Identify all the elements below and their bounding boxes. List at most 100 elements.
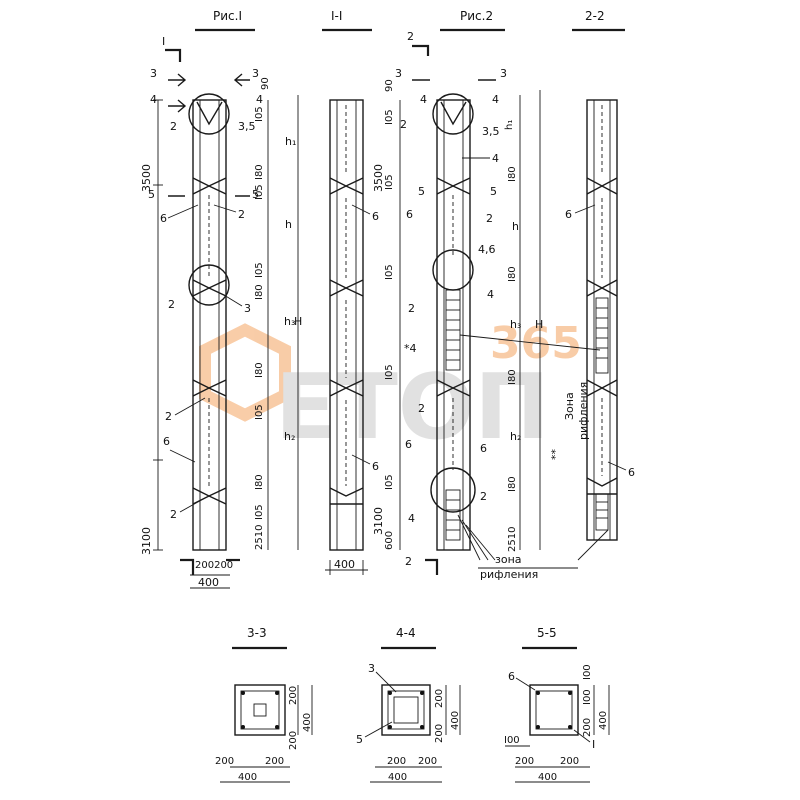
annotations-fig1: I 3 3 4 4 2 3,5 5 5 6 2 2 3 2 6 2 3500 3… (140, 35, 302, 589)
column-section-2-2: 6 6 (565, 99, 635, 541)
svg-text:2: 2 (168, 298, 175, 311)
svg-text:6: 6 (406, 208, 413, 221)
svg-text:2510: 2510 (254, 525, 265, 550)
svg-text:4: 4 (256, 93, 263, 106)
svg-text:3,5: 3,5 (238, 120, 256, 133)
svg-text:400: 400 (538, 772, 557, 783)
svg-text:4: 4 (487, 288, 494, 301)
detail-circle-mid (188, 264, 230, 306)
svg-text:200200: 200200 (195, 560, 233, 571)
svg-text:2: 2 (400, 118, 407, 131)
svg-text:6: 6 (480, 442, 487, 455)
watermark-brand: ETOП (275, 355, 550, 460)
svg-text:5: 5 (252, 188, 259, 201)
svg-text:h₂: h₂ (284, 430, 295, 443)
svg-text:I: I (162, 35, 165, 48)
svg-text:6: 6 (160, 212, 167, 225)
svg-text:3,5: 3,5 (482, 125, 500, 138)
titles: Рис.I I-I Рис.2 2-2 (195, 9, 625, 32)
svg-text:I80: I80 (507, 476, 518, 492)
svg-text:I05: I05 (254, 106, 265, 122)
svg-text:200: 200 (434, 689, 445, 708)
svg-text:I80: I80 (254, 284, 265, 300)
svg-text:6: 6 (508, 670, 515, 683)
svg-text:**: ** (549, 449, 562, 461)
svg-text:90: 90 (260, 77, 271, 90)
svg-text:4: 4 (150, 93, 157, 106)
svg-text:6: 6 (565, 208, 572, 221)
svg-text:h₂: h₂ (510, 430, 521, 443)
title-fig1: Рис.I (213, 9, 242, 23)
svg-text:H: H (294, 315, 302, 328)
mesh-zone-lower (445, 489, 461, 541)
dim-3500-fig2: 3500 (372, 164, 385, 192)
svg-text:2: 2 (408, 302, 415, 315)
svg-text:I05: I05 (254, 404, 265, 420)
note-rifling-vertical: рифления (577, 382, 590, 440)
section-5-5: 5-5 6 I I00 I00 I00 200 400 200 200 400 (504, 626, 610, 783)
svg-text:I80: I80 (507, 166, 518, 182)
svg-text:400: 400 (450, 711, 461, 730)
title-section-2-2: 2-2 (585, 9, 605, 23)
svg-text:2: 2 (486, 212, 493, 225)
svg-text:6: 6 (163, 435, 170, 448)
svg-text:200: 200 (288, 686, 299, 705)
svg-text:5: 5 (148, 188, 155, 201)
watermark: ETOП 365 (199, 318, 582, 460)
title-section-1-1: I-I (331, 9, 342, 23)
note-zone-vertical: Зона (563, 392, 576, 420)
svg-text:2: 2 (405, 555, 412, 568)
svg-text:200: 200 (215, 756, 234, 767)
note-rifling: рифления (480, 568, 538, 581)
svg-text:I00: I00 (582, 664, 593, 680)
svg-text:3: 3 (368, 662, 375, 675)
svg-text:200: 200 (582, 718, 593, 737)
svg-text:2510: 2510 (507, 527, 518, 552)
svg-text:2: 2 (165, 410, 172, 423)
svg-text:I05: I05 (384, 474, 395, 490)
svg-text:I80: I80 (254, 362, 265, 378)
watermark-logo-hexagon (199, 323, 291, 422)
title-section-3-3: 3-3 (247, 626, 267, 640)
title-fig2: Рис.2 (460, 9, 493, 23)
mesh-zone-upper (445, 289, 461, 371)
svg-text:4,6: 4,6 (478, 243, 496, 256)
section-4-4: 4-4 3 5 200 200 400 200 200 400 (356, 626, 461, 783)
svg-text:2: 2 (407, 30, 414, 43)
svg-text:I05: I05 (384, 109, 395, 125)
svg-text:h₃: h₃ (284, 315, 295, 328)
svg-text:4: 4 (420, 93, 427, 106)
svg-text:6: 6 (405, 438, 412, 451)
svg-text:200: 200 (288, 731, 299, 750)
svg-text:I05: I05 (254, 184, 265, 200)
detail-circle-top-fig2 (432, 93, 474, 135)
joints-fig1 (192, 101, 227, 505)
section-3-3: 3-3 200 200 400 200 200 400 (215, 626, 313, 783)
svg-text:I05: I05 (384, 174, 395, 190)
svg-text:200: 200 (418, 756, 437, 767)
dim-400-fig1: 400 (198, 576, 219, 589)
dim-400-sec1: 400 (334, 558, 355, 571)
svg-text:I05: I05 (254, 504, 265, 520)
dim-3100-fig2: 3100 (372, 507, 385, 535)
svg-text:400: 400 (598, 711, 609, 730)
svg-text:I05: I05 (384, 264, 395, 280)
svg-text:h₃: h₃ (510, 318, 521, 331)
svg-text:I05: I05 (384, 364, 395, 380)
svg-text:3: 3 (252, 67, 259, 80)
svg-text:200: 200 (434, 724, 445, 743)
svg-text:2: 2 (170, 508, 177, 521)
svg-text:h₁: h₁ (285, 135, 296, 148)
svg-text:I00: I00 (504, 735, 520, 746)
svg-text:*4: *4 (404, 342, 417, 355)
svg-text:I80: I80 (254, 474, 265, 490)
svg-text:2: 2 (238, 208, 245, 221)
column-section-1-1: 6 6 400 (325, 99, 379, 575)
title-section-4-4: 4-4 (396, 626, 416, 640)
svg-text:I05: I05 (254, 262, 265, 278)
dim-3500-left: 3500 (140, 164, 153, 192)
svg-text:4: 4 (492, 152, 499, 165)
svg-text:I00: I00 (582, 689, 593, 705)
svg-text:3: 3 (395, 67, 402, 80)
